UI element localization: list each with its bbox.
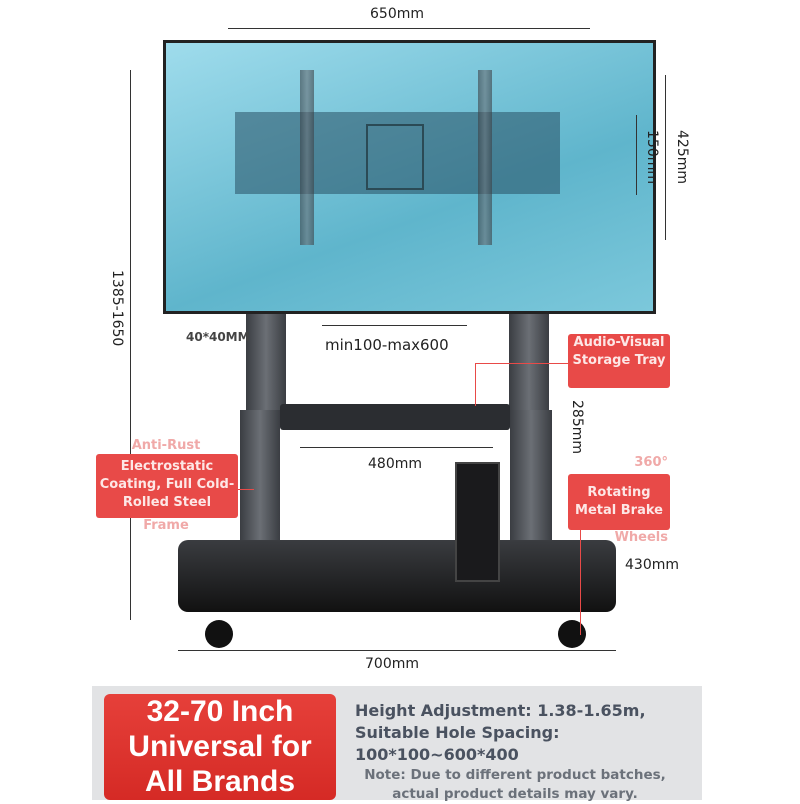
spec-line: Height Adjustment: 1.38-1.65m, (355, 701, 646, 720)
base-width-line (178, 650, 616, 651)
height-dim-line (130, 70, 131, 620)
headline-line: 32-70 Inch (146, 695, 294, 728)
mount-bracket (478, 70, 492, 245)
wheels-pointer (580, 530, 581, 635)
tray-width-label: 480mm (368, 456, 422, 472)
coating-callout-top: Anti-Rust (131, 438, 201, 453)
tray-pointer (475, 363, 570, 364)
wheel (558, 620, 586, 648)
wheel (205, 620, 233, 648)
note-line: Note: Due to different product batches, (364, 767, 666, 783)
wheels-callout-bottom: Wheels (614, 530, 668, 545)
spec-line: 100*100~600*400 (355, 745, 519, 764)
hole-height-line (636, 115, 637, 195)
tray-callout: Audio-Visual Storage Tray (568, 334, 670, 388)
wheels-callout: Rotating Metal Brake (568, 474, 670, 530)
tray-width-line (300, 447, 493, 448)
note-text: Note: Due to different product batches, … (355, 766, 675, 804)
height-dim-label: 1385-1650 (109, 270, 125, 347)
arrow-up-icon (366, 124, 424, 190)
tray-pointer (475, 363, 476, 406)
note-line: actual product details may vary. (392, 786, 638, 802)
headline-line: All Brands (144, 765, 296, 798)
storage-tray (280, 404, 510, 430)
pc-tower (455, 462, 500, 582)
hole-height-label: 150mm (644, 130, 660, 184)
headline-badge: 32-70 Inch Universal for All Brands (104, 694, 336, 800)
width-dim-label: 650mm (370, 6, 424, 22)
wheels-callout-top: 360° (634, 455, 668, 470)
base-width-label: 700mm (365, 656, 419, 672)
tray-height-label: 285mm (569, 400, 585, 454)
coating-callout-bottom: Frame (143, 518, 189, 533)
mount-bracket (300, 70, 314, 245)
headline-line: Universal for (128, 730, 312, 763)
hole-width-label: min100-max600 (325, 336, 449, 354)
spec-text: Height Adjustment: 1.38-1.65m, Suitable … (355, 700, 695, 766)
base (178, 540, 616, 612)
column-label: 40*40MM (186, 330, 250, 344)
hole-width-line (322, 325, 467, 326)
coating-callout: Electrostatic Coating, Full Cold-Rolled … (96, 454, 238, 518)
base-depth-label: 430mm (625, 557, 679, 573)
screen-height-label: 425mm (674, 130, 690, 184)
coating-pointer (238, 489, 254, 490)
spec-line: Suitable Hole Spacing: (355, 723, 560, 742)
screen-height-line (665, 75, 666, 240)
width-dim-line (228, 28, 590, 29)
